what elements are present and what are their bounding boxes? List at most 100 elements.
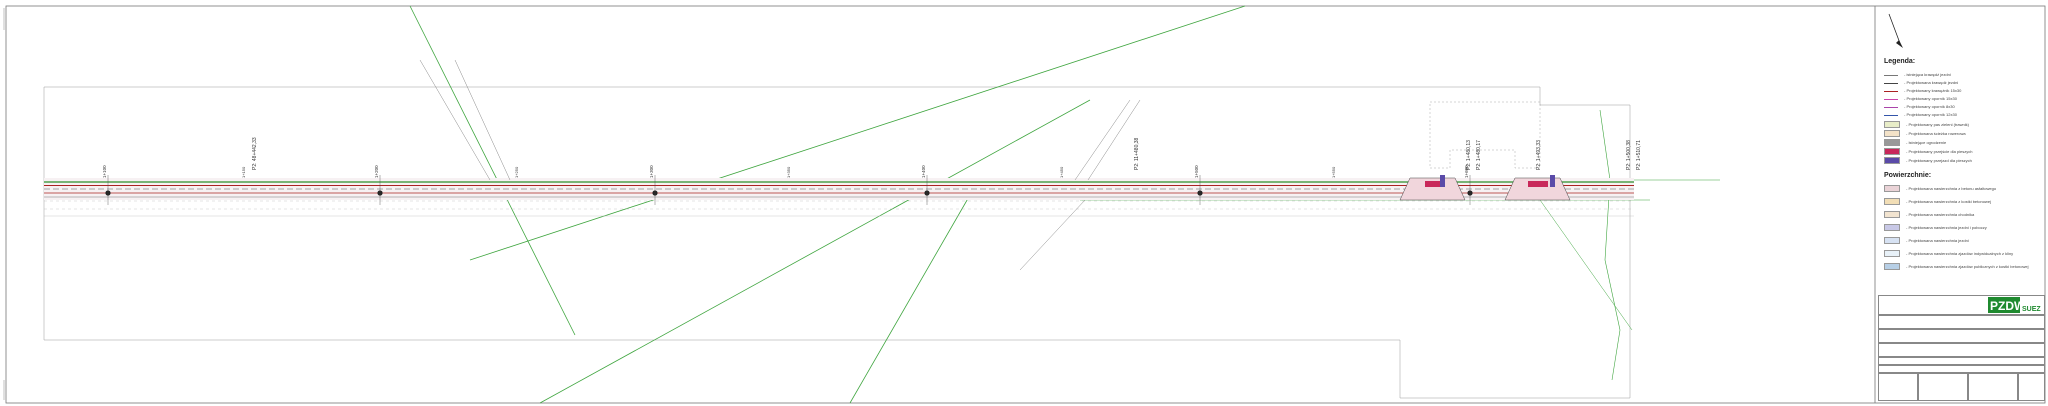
legend-label: - istniejąca krawędź jezdni: [1904, 71, 1951, 77]
half-station-label: 1+150: [241, 166, 246, 178]
point-annotation: P2: 1+500,38: [1626, 140, 1632, 170]
legend-swatch-icon: [1884, 106, 1898, 108]
legend-item: - Projektowany oporník 12x30: [1884, 110, 1957, 118]
legend-swatch-icon: [1884, 129, 1900, 137]
station-label: 1+400: [921, 165, 926, 178]
legend-label: - Projektowany przejście dla pieszych: [1906, 148, 1973, 154]
legend-label: - Projektowana nawierzchnia jezdni: [1906, 237, 1969, 243]
legend-label: - Projektowany oporník 15x30: [1904, 95, 1957, 101]
legend-label: - Projektowana nawierzchnia jezdni i pob…: [1906, 224, 1987, 230]
legend-swatch-icon: [1884, 82, 1898, 84]
legend-label: - Projektowana nawierzchnia chodnika: [1906, 211, 1975, 217]
legend-swatch-icon: [1884, 249, 1900, 257]
station-label: 1+200: [374, 165, 379, 178]
station-label: 1+100: [102, 165, 107, 178]
legend-label: - Projektowana ścieżka rowerowa: [1906, 130, 1966, 136]
title-block: PZDW SUEZ: [1878, 295, 2045, 401]
legend-swatch-icon: [1884, 90, 1898, 92]
station-markers: 1+100 1+200 1+300 1+400 1+500 1+600 1+150 1+250…: [102, 165, 1473, 205]
legend-label: - Projektowany przejazd dla pieszych: [1906, 157, 1972, 163]
survey-boundary: [44, 86, 1631, 399]
legend-swatch-icon: [1884, 147, 1900, 155]
legend-item: - Projektowana nawierzchnia zjazdów indy…: [1884, 249, 2013, 257]
legend-swatch-icon: [1884, 138, 1900, 146]
legend-item: - Projektowana nawierzchnia jezdni i pob…: [1884, 223, 1987, 231]
legend-swatch-icon: [1884, 262, 1900, 270]
legend-swatch-icon: [1884, 98, 1898, 100]
title-block-row: [1878, 343, 2045, 357]
station-label: 1+300: [649, 165, 654, 178]
point-annotation: P2: 1+480,17: [1476, 140, 1482, 170]
title-block-row: [1878, 357, 2045, 365]
legend-panel: Legenda: - istniejąca krawędź jezdni - Pr…: [1878, 56, 2043, 286]
legend-swatch-icon: [1884, 74, 1898, 76]
legend-item: - Projektowana nawierzchnia z betonu asf…: [1884, 184, 1996, 192]
legend-item: - Projektowana nawierzchnia chodnika: [1884, 210, 1974, 218]
half-station-label: 1+450: [1059, 166, 1064, 178]
point-annotation: P2: 48+442,33: [252, 137, 258, 170]
logo-pzdw-text: PZDW: [1990, 299, 2026, 313]
point-annotation: P2: 1+480,13: [1466, 140, 1472, 170]
legend-label: - Projektowana nawierzchnia zjazdów publ…: [1906, 263, 2029, 269]
title-block-row: [1878, 329, 2045, 343]
legend-swatch-icon: [1884, 184, 1900, 192]
title-block-cell: [1878, 373, 1918, 401]
station-label: 1+500: [1194, 165, 1199, 178]
point-annotation: P2: 1+493,33: [1536, 140, 1542, 170]
legend-swatch-icon: [1884, 236, 1900, 244]
point-labels: P2: 48+442,33 P2: 11+480,38 P2: 1+480,13 P2…: [252, 137, 1642, 170]
title-block-row: [1878, 315, 2045, 329]
legend-item: - Projektowany krawężnik 15x30: [1884, 86, 1961, 94]
legend-item: - Projektowany oporník 8x30: [1884, 102, 1955, 110]
side-roads: [419, 59, 1141, 271]
north-arrow-icon: [1885, 10, 1905, 50]
logo-pzdw: PZDW SUEZ: [1988, 297, 2043, 313]
legend-swatch-icon: [1884, 223, 1900, 231]
legend-label: - Projektowany pas zieleni (trawnik): [1906, 121, 1969, 127]
title-block-header-row: [1878, 295, 2045, 315]
title-block-row: [1878, 365, 2045, 373]
half-station-label: 1+550: [1331, 166, 1336, 178]
legend-swatch-icon: [1884, 120, 1900, 128]
legend-item: - Projektowany oporník 15x30: [1884, 94, 1957, 102]
legend-swatch-icon: [1884, 114, 1898, 116]
legend-item: - Istniejące ogrodzenie: [1884, 138, 1946, 146]
sheet-frame: [5, 5, 2046, 404]
legend-item: - Projektowany przejazd dla pieszych: [1884, 156, 1972, 164]
half-station-label: 1+350: [786, 166, 791, 178]
legend-item: - Projektowany pas zieleni (trawnik): [1884, 120, 1969, 128]
half-station-label: 1+250: [514, 166, 519, 178]
legend-swatch-icon: [1884, 197, 1900, 205]
legend-label: - Projektowany oporník 8x30: [1904, 103, 1955, 109]
pedestrian-crossing: [1399, 175, 1571, 201]
legend-title: Legenda:: [1884, 58, 1916, 65]
legend-label: - Istniejące ogrodzenie: [1906, 139, 1947, 145]
title-block-cell: [1968, 373, 2018, 401]
legend-label: - Projektowany krawężnik 15x30: [1904, 87, 1962, 93]
legend-item: - Projektowana krawędź jezdni: [1884, 78, 1958, 86]
legend-item: - Projektowana nawierzchnia zjazdów publ…: [1884, 262, 2029, 270]
point-annotation: P2: 11+480,38: [1134, 137, 1140, 170]
legend-item: - Projektowana nawierzchnia z kostki bet…: [1884, 197, 1991, 205]
legend-label: - Projektowana nawierzchnia z betonu asf…: [1906, 185, 1997, 191]
utility-lines-green: [44, 5, 1720, 404]
logo-suez-text: SUEZ: [2022, 306, 2041, 313]
legend-item: - Projektowana ścieżka rowerowa: [1884, 129, 1966, 137]
legend-label: - Projektowana nawierzchnia z kostki bet…: [1906, 198, 1991, 204]
legend-label: - Projektowana krawędź jezdni: [1904, 79, 1959, 85]
building-outline: [1429, 101, 1541, 169]
legend-item: - istniejąca krawędź jezdni: [1884, 70, 1951, 78]
legend-swatch-icon: [1884, 156, 1900, 164]
road-corridor: [44, 178, 1634, 217]
title-block-cell: [1918, 373, 1968, 401]
station-label: 1+600: [1464, 165, 1469, 178]
title-block-cell: [2018, 373, 2045, 401]
legend-label: - Projektowany oporník 12x30: [1904, 111, 1957, 117]
legend-label: - Projektowana nawierzchnia zjazdów indy…: [1906, 250, 2014, 256]
legend-swatch-icon: [1884, 210, 1900, 218]
legend-item: - Projektowany przejście dla pieszych: [1884, 147, 1972, 155]
legend-item: - Projektowana nawierzchnia jezdni: [1884, 236, 1969, 244]
legend-surfaces-title: Powierzchnie:: [1884, 172, 1932, 179]
point-annotation: P2: 1+510,71: [1636, 140, 1642, 170]
